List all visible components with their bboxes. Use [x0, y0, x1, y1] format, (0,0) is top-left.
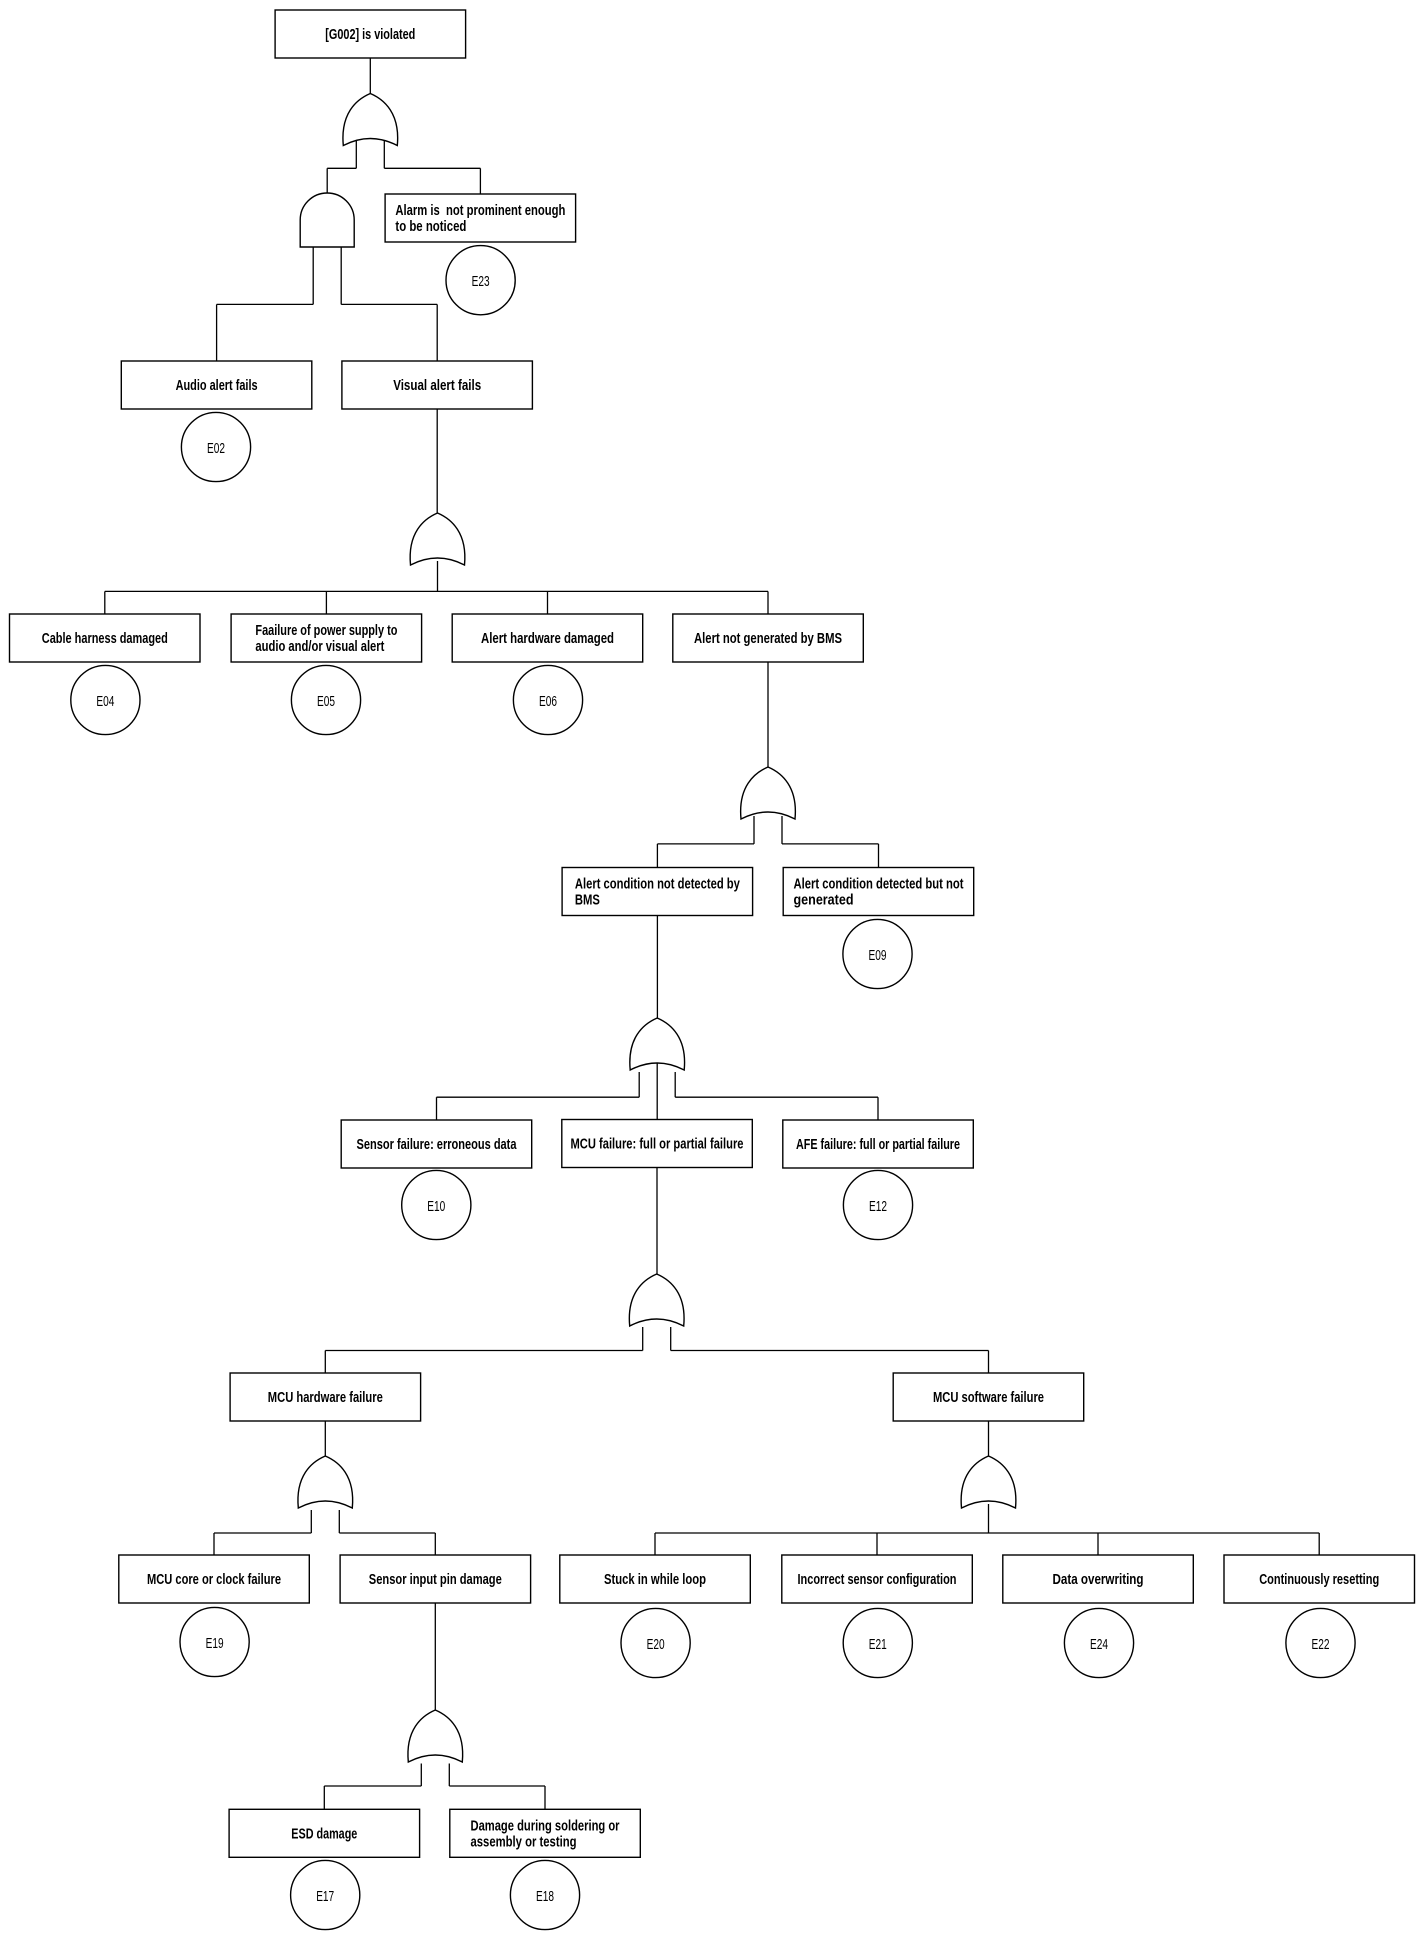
svg-text:Cable harness damaged: Cable harness damaged [42, 631, 168, 647]
svg-text:E20: E20 [647, 1637, 665, 1653]
svg-text:Continuously resetting: Continuously resetting [1259, 1572, 1379, 1588]
svg-text:E12: E12 [869, 1199, 887, 1215]
svg-text:Data overwriting: Data overwriting [1053, 1572, 1144, 1588]
svg-text:Alert condition detected but n: Alert condition detected but not [794, 877, 964, 893]
svg-text:AFE failure: full or partial f: AFE failure: full or partial failure [796, 1137, 960, 1153]
svg-text:E24: E24 [1090, 1637, 1108, 1653]
svg-text:E06: E06 [539, 694, 557, 710]
svg-text:E05: E05 [317, 694, 335, 710]
svg-text:MCU core or clock failure: MCU core or clock failure [147, 1572, 281, 1588]
svg-text:E02: E02 [207, 441, 225, 457]
svg-text:E09: E09 [869, 948, 887, 964]
svg-text:ESD damage: ESD damage [291, 1826, 357, 1842]
svg-text:Alarm is not prominent enough: Alarm is not prominent enough [395, 203, 565, 219]
svg-text:Alert hardware damaged: Alert hardware damaged [481, 631, 614, 647]
svg-text:E21: E21 [869, 1637, 887, 1653]
svg-text:audio and/or visual alert: audio and/or visual alert [255, 639, 384, 655]
svg-text:Stuck in while loop: Stuck in while loop [604, 1572, 706, 1588]
svg-text:E22: E22 [1312, 1637, 1330, 1653]
svg-text:Sensor failure: erroneous data: Sensor failure: erroneous data [357, 1137, 518, 1153]
svg-text:Visual alert fails: Visual alert fails [393, 378, 481, 394]
svg-text:E10: E10 [427, 1199, 445, 1215]
svg-text:BMS: BMS [575, 893, 600, 909]
svg-text:Audio alert fails: Audio alert fails [176, 378, 258, 394]
svg-text:Alert not generated by BMS: Alert not generated by BMS [694, 631, 842, 647]
svg-text:E23: E23 [472, 274, 490, 290]
svg-text:Incorrect sensor configuration: Incorrect sensor configuration [798, 1572, 957, 1588]
svg-text:Damage during soldering or: Damage during soldering or [471, 1818, 620, 1834]
svg-text:Alert condition not detected b: Alert condition not detected by [575, 877, 740, 893]
svg-text:MCU hardware failure: MCU hardware failure [268, 1390, 383, 1406]
svg-text:E19: E19 [206, 1636, 224, 1652]
svg-text:MCU failure: full or partial f: MCU failure: full or partial failure [571, 1137, 744, 1153]
svg-text:[G002] is violated: [G002] is violated [325, 27, 415, 43]
svg-text:E18: E18 [536, 1889, 554, 1905]
svg-text:Sensor input pin damage: Sensor input pin damage [369, 1572, 502, 1588]
svg-text:Faailure of power supply to: Faailure of power supply to [255, 623, 397, 639]
svg-text:E17: E17 [316, 1889, 334, 1905]
svg-text:generated: generated [794, 893, 854, 909]
svg-text:E04: E04 [96, 694, 114, 710]
svg-text:MCU software failure: MCU software failure [933, 1390, 1044, 1406]
svg-text:assembly or testing: assembly or testing [471, 1835, 577, 1851]
svg-text:to be noticed: to be noticed [395, 219, 466, 235]
